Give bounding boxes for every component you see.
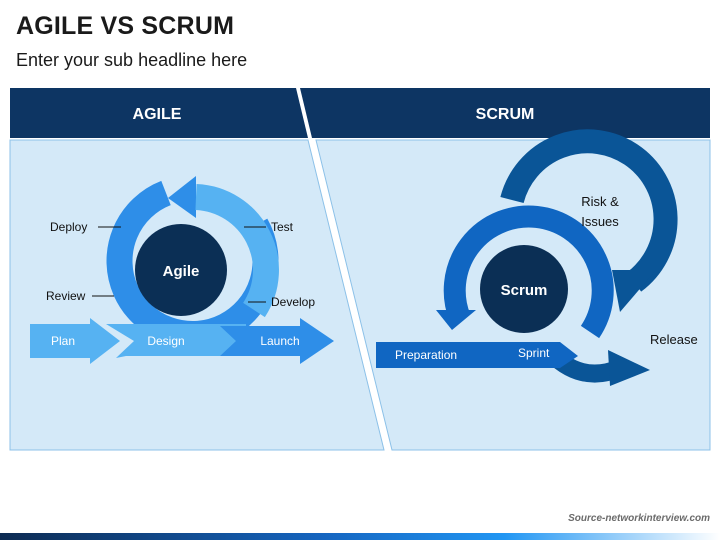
slide-title: AGILE VS SCRUM [16, 12, 235, 40]
source-footer: Source-networkinterview.com [568, 513, 710, 524]
scrum-inner-loop [443, 205, 614, 339]
develop-label: Develop [271, 295, 315, 309]
scrum-header-label: SCRUM [476, 106, 535, 123]
deploy-label: Deploy [50, 220, 87, 234]
launch-arrow [220, 318, 334, 364]
launch-label: Launch [260, 334, 299, 348]
agile-cycle-ring-test [194, 184, 279, 318]
sprint-label: Sprint [518, 346, 550, 360]
scrum-center-label: Scrum [501, 282, 548, 299]
plan-arrow [30, 318, 120, 364]
agile-header-bar [10, 88, 308, 138]
risk-label-line1: Risk & [581, 194, 619, 209]
bottom-gradient-bar [0, 533, 720, 540]
design-arrow [106, 324, 246, 358]
slide-subtitle: Enter your sub headline here [16, 50, 248, 70]
agile-center-label: Agile [163, 263, 200, 280]
test-label: Test [271, 220, 294, 234]
agile-cycle-arrowhead [168, 176, 196, 218]
release-arrowhead [608, 350, 650, 386]
agile-center-circle [135, 224, 227, 316]
plan-label: Plan [51, 334, 75, 348]
review-label: Review [46, 289, 86, 303]
preparation-label: Preparation [395, 348, 457, 362]
risk-label-line2: Issues [581, 214, 619, 229]
agile-header-label: AGILE [133, 106, 182, 123]
design-label: Design [147, 334, 184, 348]
release-label: Release [650, 332, 698, 347]
scrum-outer-loop [500, 129, 678, 292]
scrum-center-circle [480, 245, 568, 333]
preparation-sprint-bar [376, 342, 578, 368]
scrum-header-bar [300, 88, 710, 138]
scrum-outer-arrowhead [612, 270, 656, 312]
scrum-inner-arrowhead [436, 310, 476, 330]
